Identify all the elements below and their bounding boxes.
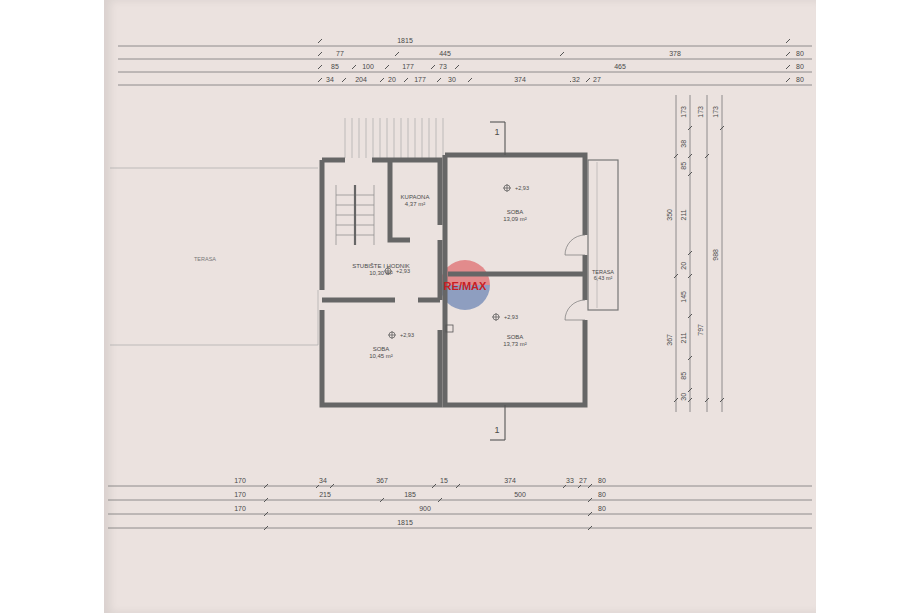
dimension-label: 173 [680,105,688,119]
dimension-label: 378 [668,50,682,58]
room-area-value: 10,45 m² [369,353,393,360]
dimension-label: 374 [513,76,527,84]
dimension-label: 80 [597,505,607,513]
dimension-label: 177 [401,63,415,71]
dimension-label: 211 [680,208,688,221]
dimension-label: 80 [795,50,805,58]
dimension-label: 32 [571,76,581,84]
dimension-label: 170 [233,477,247,485]
dimension-label: 85 [330,63,340,71]
dimension-label: 80 [597,491,607,499]
dimension-label: 177 [413,76,427,84]
dimension-label: 20 [680,261,688,271]
dimension-label: 445 [438,50,452,58]
section-mark: 1 [493,426,500,436]
dimension-label: 204 [354,76,368,84]
level-mark: +2,93 [399,332,415,338]
dimension-label: 900 [418,505,432,513]
dimension-label: 20 [387,76,397,84]
dimension-label: 30 [447,76,457,84]
dimension-label: 211 [680,331,688,344]
dimension-label: 34 [325,76,335,84]
level-mark: +2,93 [503,314,519,320]
dimension-label: 85 [680,161,688,171]
room-area: STUBIŠTE I HODNIK10,30 m² [325,242,437,298]
dimension-label: 173 [712,105,720,119]
room-area-value: 6,43 m² [594,275,613,281]
room-name: TERASA [592,269,614,275]
watermark: RE/MAX [443,280,488,292]
dimension-label: 215 [318,491,332,499]
dimension-label: 350 [666,208,674,222]
dimension-label: 80 [795,76,805,84]
room-name: SOBA [507,334,524,341]
dimension-label: 145 [680,290,688,304]
dimension-label: 1815 [396,519,414,527]
dimension-label: 797 [697,323,705,337]
dimension-label: 185 [403,491,417,499]
room-area: SOBA13,73 m² [448,278,582,403]
dimension-label: 15 [439,477,449,485]
terrace-label: TERASA [193,256,217,262]
dimension-label: 38 [680,139,688,149]
room-area-value: 13,09 m² [503,216,527,223]
dimension-label: 173 [697,105,705,119]
dimension-label: 500 [513,491,527,499]
dimension-label: 27 [578,477,588,485]
room-name: SOBA [507,209,524,216]
dimension-label: 465 [613,63,627,71]
dimension-label: 33 [565,477,575,485]
dimension-label: 374 [503,477,517,485]
dimension-label: 367 [375,477,389,485]
dimension-label: 73 [438,63,448,71]
room-area: KUPAONA4,37 m² [393,163,437,238]
level-mark: +2,93 [514,185,530,191]
dimension-label: 27 [592,76,602,84]
section-mark: 1 [493,128,500,138]
room-area-value: 10,30 m² [369,270,393,277]
room-area-value: 13,73 m² [503,341,527,348]
dimension-label: 170 [233,491,247,499]
dimension-label: 367 [666,333,674,347]
room-name: SOBA [373,346,390,353]
dimension-label: 85 [680,371,688,381]
dimension-label: 80 [597,477,607,485]
room-area: TERASA6,43 m² [589,255,617,295]
dimension-label: 1815 [396,37,414,45]
room-area-value: 4,37 m² [405,201,425,208]
dimension-label: 170 [233,505,247,513]
dimension-label: 100 [361,63,375,71]
room-area: SOBA13,09 m² [448,158,582,273]
room-name: KUPAONA [401,194,430,201]
dimension-label: 80 [795,63,805,71]
dimension-label: 77 [335,50,345,58]
dimension-label: 30 [680,392,688,402]
room-area: SOBA10,45 m² [325,303,437,403]
dimension-label: 988 [712,248,720,262]
level-mark: +2,93 [395,268,411,274]
dimension-label: 34 [318,477,328,485]
